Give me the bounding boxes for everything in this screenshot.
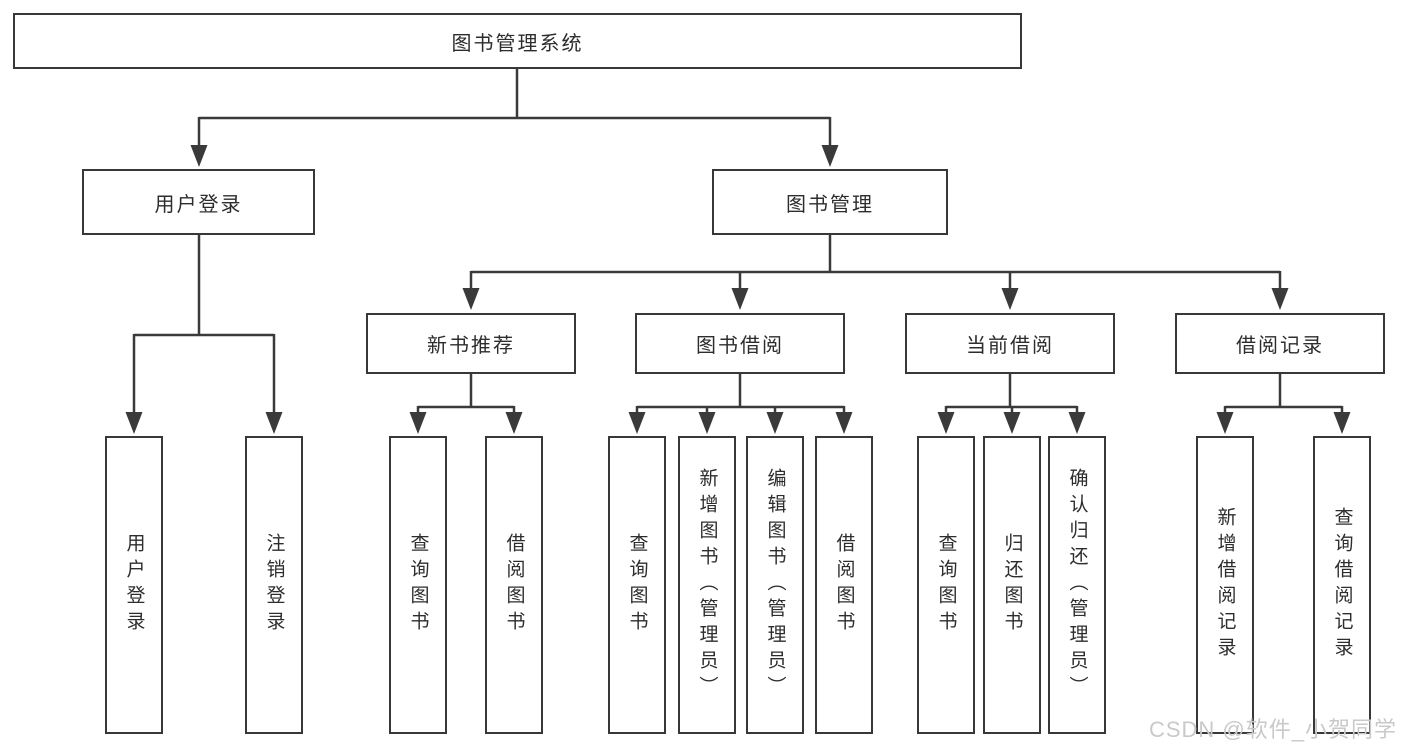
leaf-add-borrow-record: 新增借阅记录 <box>1196 436 1254 734</box>
arrow-down-icon <box>1216 412 1234 434</box>
arrow-down-icon <box>462 288 480 310</box>
leaf-borrow-books: 借阅图书 <box>815 436 873 734</box>
arrow-down-icon <box>1333 412 1351 434</box>
arrow-down-icon <box>505 412 523 434</box>
leaf-label: 新增图书（管理员） <box>696 468 718 702</box>
leaf-logout: 注销登录 <box>245 436 303 734</box>
arrow-down-icon <box>1271 288 1289 310</box>
leaf-label: 编辑图书（管理员） <box>764 468 786 702</box>
leaf-user-login: 用户登录 <box>105 436 163 734</box>
arrow-down-icon <box>409 412 427 434</box>
csdn-watermark: CSDN @软件_小贺同学 <box>1148 717 1397 742</box>
node-label: 图书管理系统 <box>451 32 584 55</box>
leaf-label: 确认归还（管理员） <box>1066 468 1088 702</box>
node-root: 图书管理系统 <box>13 13 1022 69</box>
leaf-confirm-return-admin: 确认归还（管理员） <box>1048 436 1106 734</box>
leaf-label: 用户登录 <box>123 533 145 637</box>
arrow-down-icon <box>698 412 716 434</box>
arrow-down-icon <box>937 412 955 434</box>
node-label: 当前借阅 <box>966 335 1054 357</box>
leaf-borrow-books: 借阅图书 <box>485 436 543 734</box>
node-current-borrowing: 当前借阅 <box>905 313 1115 374</box>
node-label: 用户登录 <box>154 193 243 216</box>
arrow-down-icon <box>628 412 646 434</box>
leaf-query-books: 查询图书 <box>917 436 975 734</box>
node-label: 图书管理 <box>786 193 874 216</box>
node-book-management: 图书管理 <box>712 169 948 235</box>
leaf-query-books: 查询图书 <box>389 436 447 734</box>
connector-book-borrowing <box>635 373 846 414</box>
connector-borrowing-records <box>1223 373 1344 414</box>
arrow-down-icon <box>1068 412 1086 434</box>
leaf-label: 查询图书 <box>407 533 429 637</box>
node-label: 图书借阅 <box>696 335 784 357</box>
leaf-label: 查询借阅记录 <box>1331 507 1353 663</box>
node-label: 借阅记录 <box>1236 335 1324 357</box>
node-label: 新书推荐 <box>427 335 515 357</box>
arrow-down-icon <box>731 288 749 310</box>
leaf-label: 归还图书 <box>1001 533 1023 637</box>
arrow-down-icon <box>766 412 784 434</box>
leaf-label: 查询图书 <box>935 533 957 637</box>
arrow-down-icon <box>1003 412 1021 434</box>
connector-user-login <box>132 234 276 414</box>
leaf-label: 新增借阅记录 <box>1214 507 1236 663</box>
connector-book-management <box>469 234 1282 292</box>
arrow-down-icon <box>835 412 853 434</box>
leaf-label: 借阅图书 <box>503 533 525 637</box>
arrow-down-icon <box>821 145 839 167</box>
arrow-down-icon <box>190 145 208 167</box>
leaf-edit-book-admin: 编辑图书（管理员） <box>746 436 804 734</box>
leaf-add-book-admin: 新增图书（管理员） <box>678 436 736 734</box>
node-book-borrowing: 图书借阅 <box>635 313 845 374</box>
arrow-down-icon <box>125 412 143 434</box>
leaf-label: 注销登录 <box>263 533 285 637</box>
connector-current-borrowing <box>944 373 1079 414</box>
leaf-label: 查询图书 <box>626 533 648 637</box>
leaf-query-borrow-record: 查询借阅记录 <box>1313 436 1371 734</box>
node-user-login: 用户登录 <box>82 169 315 235</box>
arrow-down-icon <box>1001 288 1019 310</box>
node-new-book-recommendation: 新书推荐 <box>366 313 576 374</box>
leaf-label: 借阅图书 <box>833 533 855 637</box>
leaf-return-book: 归还图书 <box>983 436 1041 734</box>
connector-root <box>197 67 832 150</box>
arrow-down-icon <box>265 412 283 434</box>
node-borrowing-records: 借阅记录 <box>1175 313 1385 374</box>
leaf-query-books: 查询图书 <box>608 436 666 734</box>
connector-new-book-recommendation <box>416 373 516 414</box>
